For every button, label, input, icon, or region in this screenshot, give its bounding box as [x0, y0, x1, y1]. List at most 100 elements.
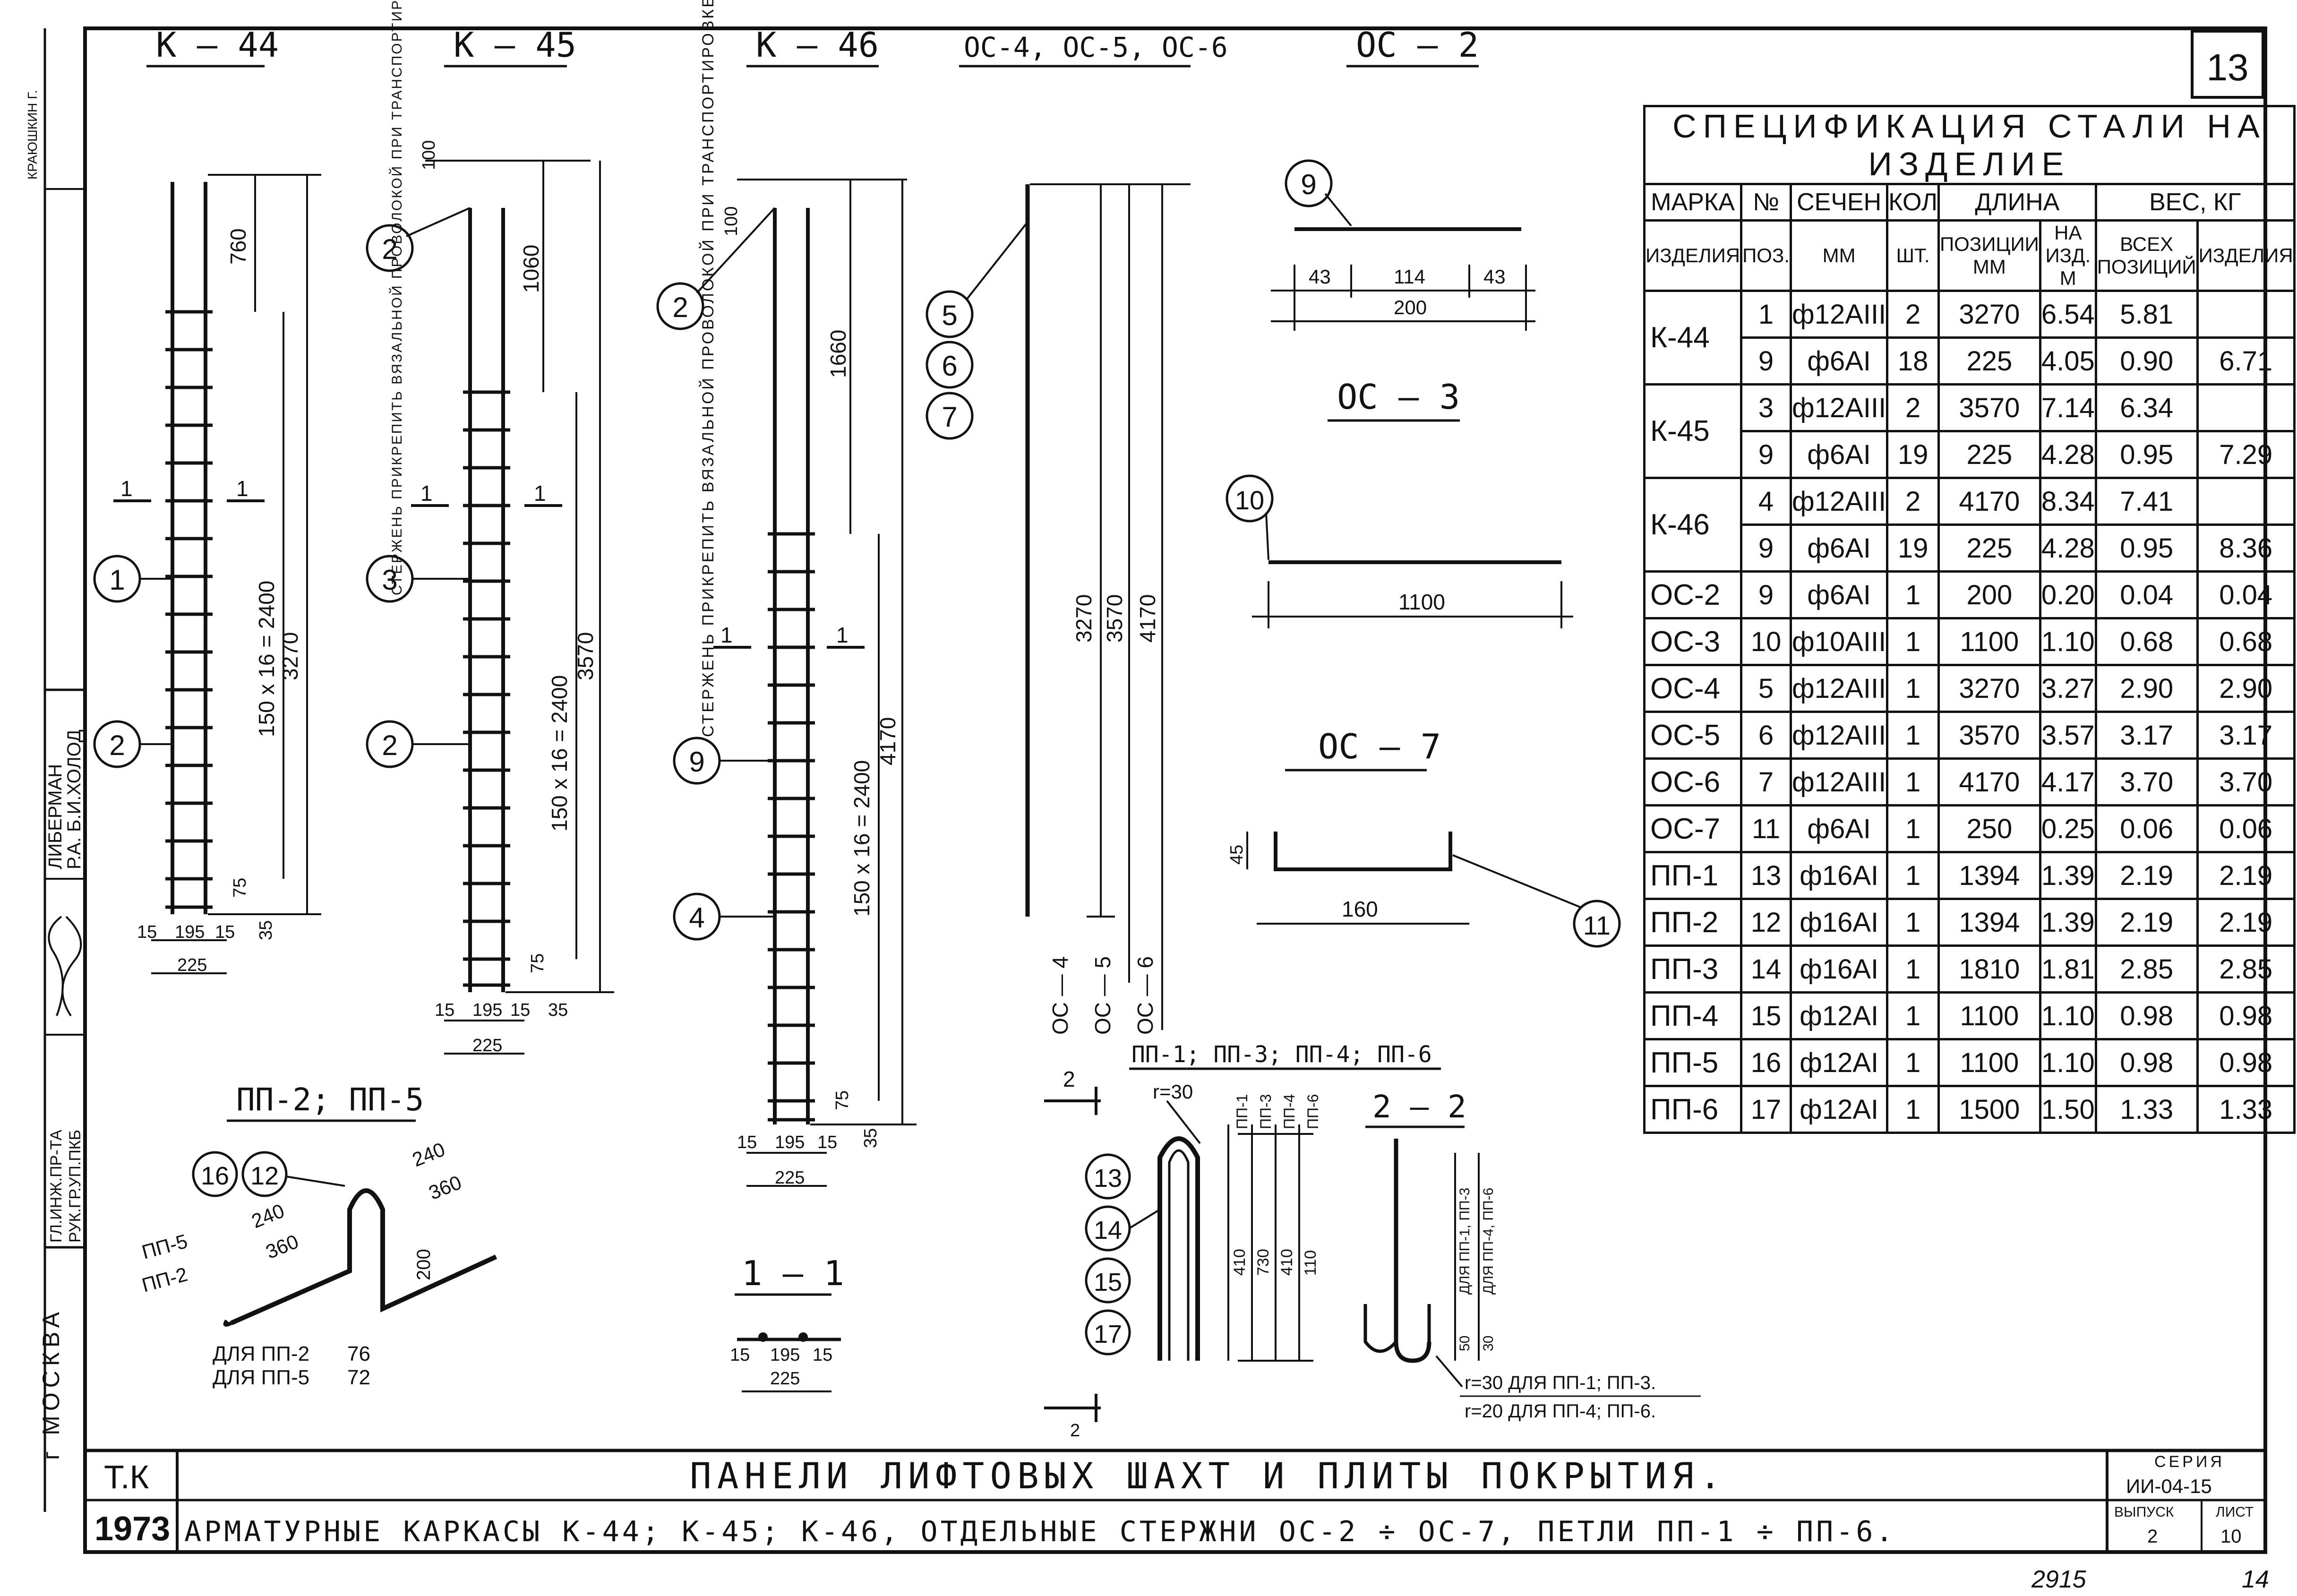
spec-cell-section: ф12АI — [1790, 1085, 1889, 1134]
spec-cell-mark: К-45 — [1643, 383, 1743, 479]
spec-cell-len-item: 1.39 — [2039, 851, 2097, 900]
pp1346-mark-14: 14 — [1094, 1216, 1122, 1244]
k44-cut-right: 1 — [236, 476, 249, 501]
pp1346-title: ПП-1; ПП-3; ПП-4; ПП-6 — [1131, 1041, 1432, 1068]
signature-1 — [61, 916, 82, 1017]
spec-cell-len-pos: 3270 — [1937, 664, 2041, 713]
pp25-mark-12: 12 — [250, 1162, 279, 1190]
spec-cell-mark: ОС-3 — [1643, 617, 1743, 666]
oc456-mark-5: 5 — [942, 300, 957, 331]
oc456-mark-6: 6 — [942, 350, 957, 382]
oc6-label: ОС — 6 — [1133, 956, 1157, 1035]
spec-cell-section: ф12АIII — [1790, 383, 1889, 432]
spec-cell-qty: 19 — [1886, 430, 1940, 479]
oc2-dim-114: 114 — [1394, 266, 1425, 288]
drawing-pp1346: ПП-1; ПП-3; ПП-4; ПП-6 r=30 ПП-1 ПП-3 ПП… — [1044, 1041, 1441, 1441]
spec-cell-qty: 19 — [1886, 523, 1940, 573]
sheet-value: 10 — [2220, 1526, 2242, 1547]
drawing-k46: К — 46 100 1660 150 x 16 = 2400 4170 75 … — [656, 0, 917, 1188]
pp1346-dim-2: 730 — [1254, 1249, 1272, 1276]
spec-cell-len-pos: 4170 — [1937, 477, 2041, 526]
oc7-title: ОС — 7 — [1318, 727, 1441, 766]
spec-cell-w-pos: 0.68 — [2094, 617, 2199, 666]
spec-head-length: ДЛИНА — [1937, 183, 2097, 222]
spec-cell-len-item: 3.27 — [2039, 664, 2097, 713]
spec-cell-section: ф10АIII — [1790, 617, 1889, 666]
name-2: ЛИБЕРМАН — [45, 764, 66, 869]
pp25-note-pp5: ДЛЯ ПП-5 — [213, 1366, 309, 1389]
k44-mark-2: 2 — [109, 729, 125, 761]
signature-box — [43, 688, 86, 1249]
stamp-number: 2915 — [2031, 1566, 2087, 1593]
spec-cell-len-item: 1.81 — [2039, 944, 2097, 994]
pp1346-col-pp4: ПП-4 — [1281, 1094, 1298, 1129]
spec-cell-len-item: 1.39 — [2039, 898, 2097, 947]
spec-cell-mark: ПП-6 — [1643, 1085, 1743, 1134]
oc456-title: ОС-4, ОС-5, ОС-6 — [964, 31, 1228, 63]
k45-dim-3570: 3570 — [573, 632, 598, 680]
spec-cell-pos: 10 — [1740, 617, 1792, 666]
k44-dim-225: 225 — [177, 955, 207, 975]
spec-cell-w-pos: 0.06 — [2094, 804, 2199, 853]
spec-cell-pos: 9 — [1740, 570, 1792, 619]
drawing-section-11: 1 — 1 15 195 15 225 — [730, 1253, 844, 1392]
spec-caption: СПЕЦИФИКАЦИЯ СТАЛИ НА ИЗДЕЛИЕ — [1643, 105, 2296, 185]
spec-sub-qty: ШТ. — [1886, 219, 1940, 292]
k46-dim-2400: 150 x 16 = 2400 — [849, 760, 874, 917]
spec-cell-len-item: 0.20 — [2039, 570, 2097, 619]
k46-dim-15b: 15 — [817, 1133, 837, 1152]
k44-dim-75: 75 — [230, 878, 250, 898]
spec-cell-len-item: 1.50 — [2039, 1085, 2097, 1134]
k46-mark-9: 9 — [689, 746, 704, 778]
spec-cell-pos: 9 — [1740, 336, 1792, 386]
spec-cell-qty: 1 — [1886, 851, 1940, 900]
spec-cell-section: ф6АI — [1790, 430, 1889, 479]
section22-note-2: r=20 ДЛЯ ПП-4; ПП-6. — [1465, 1401, 1656, 1422]
spec-cell-total: 0.98 — [2196, 1038, 2296, 1087]
spec-cell-w-pos: 2.85 — [2094, 944, 2199, 994]
pp25-note-dim-72: 72 — [347, 1366, 370, 1389]
spec-cell-qty: 1 — [1886, 804, 1940, 853]
spec-cell-len-pos: 3570 — [1937, 383, 2041, 432]
spec-cell-section: ф6АI — [1790, 804, 1889, 853]
spec-cell-len-pos: 3570 — [1937, 711, 2041, 760]
section11-title: 1 — 1 — [742, 1253, 844, 1293]
spec-cell-mark: К-46 — [1643, 477, 1743, 573]
spec-cell-pos: 15 — [1740, 991, 1792, 1040]
pp25-title: ПП-2; ПП-5 — [236, 1081, 424, 1118]
spec-sub-section: ММ — [1790, 219, 1889, 292]
spec-cell-qty: 1 — [1886, 617, 1940, 666]
pp25-label-pp2: ПП-2 — [139, 1263, 190, 1296]
oc456-dim-4170: 4170 — [1135, 594, 1160, 643]
spec-cell-section: ф16АI — [1790, 851, 1889, 900]
section22-note-1: r=30 ДЛЯ ПП-1; ПП-3. — [1465, 1373, 1656, 1393]
spec-cell-qty: 1 — [1886, 1038, 1940, 1087]
pp1346-cut-bottom: 2 — [1070, 1421, 1080, 1441]
spec-cell-len-item: 3.57 — [2039, 711, 2097, 760]
k45-cut-left: 1 — [420, 481, 433, 506]
spec-cell-len-item: 1.10 — [2039, 1038, 2097, 1087]
pp1346-col-pp6: ПП-6 — [1304, 1094, 1321, 1129]
spec-cell-total: 3.70 — [2196, 757, 2296, 807]
signature-2 — [48, 916, 64, 1016]
spec-cell-len-pos: 4170 — [1937, 757, 2041, 807]
oc5-label: ОС — 5 — [1090, 956, 1115, 1035]
section22-label-2: ДЛЯ ПП-4, ПП-6 — [1481, 1188, 1496, 1295]
spec-sub-pos: ПОЗ. — [1740, 219, 1792, 292]
spec-cell-len-pos: 1394 — [1937, 851, 2041, 900]
pp1346-mark-17: 17 — [1094, 1320, 1122, 1348]
k44-cut-left: 1 — [120, 476, 133, 501]
drawing-oc3: ОС — 3 10 1100 — [1226, 377, 1573, 628]
spec-cell-pos: 9 — [1740, 430, 1792, 479]
spec-cell-w-pos: 6.34 — [2094, 383, 2199, 432]
k44-title: К — 44 — [156, 25, 279, 65]
spec-cell-w-pos: 2.90 — [2094, 664, 2199, 713]
spec-cell-len-pos: 250 — [1937, 804, 2041, 853]
oc3-dim-1100: 1100 — [1398, 590, 1445, 614]
